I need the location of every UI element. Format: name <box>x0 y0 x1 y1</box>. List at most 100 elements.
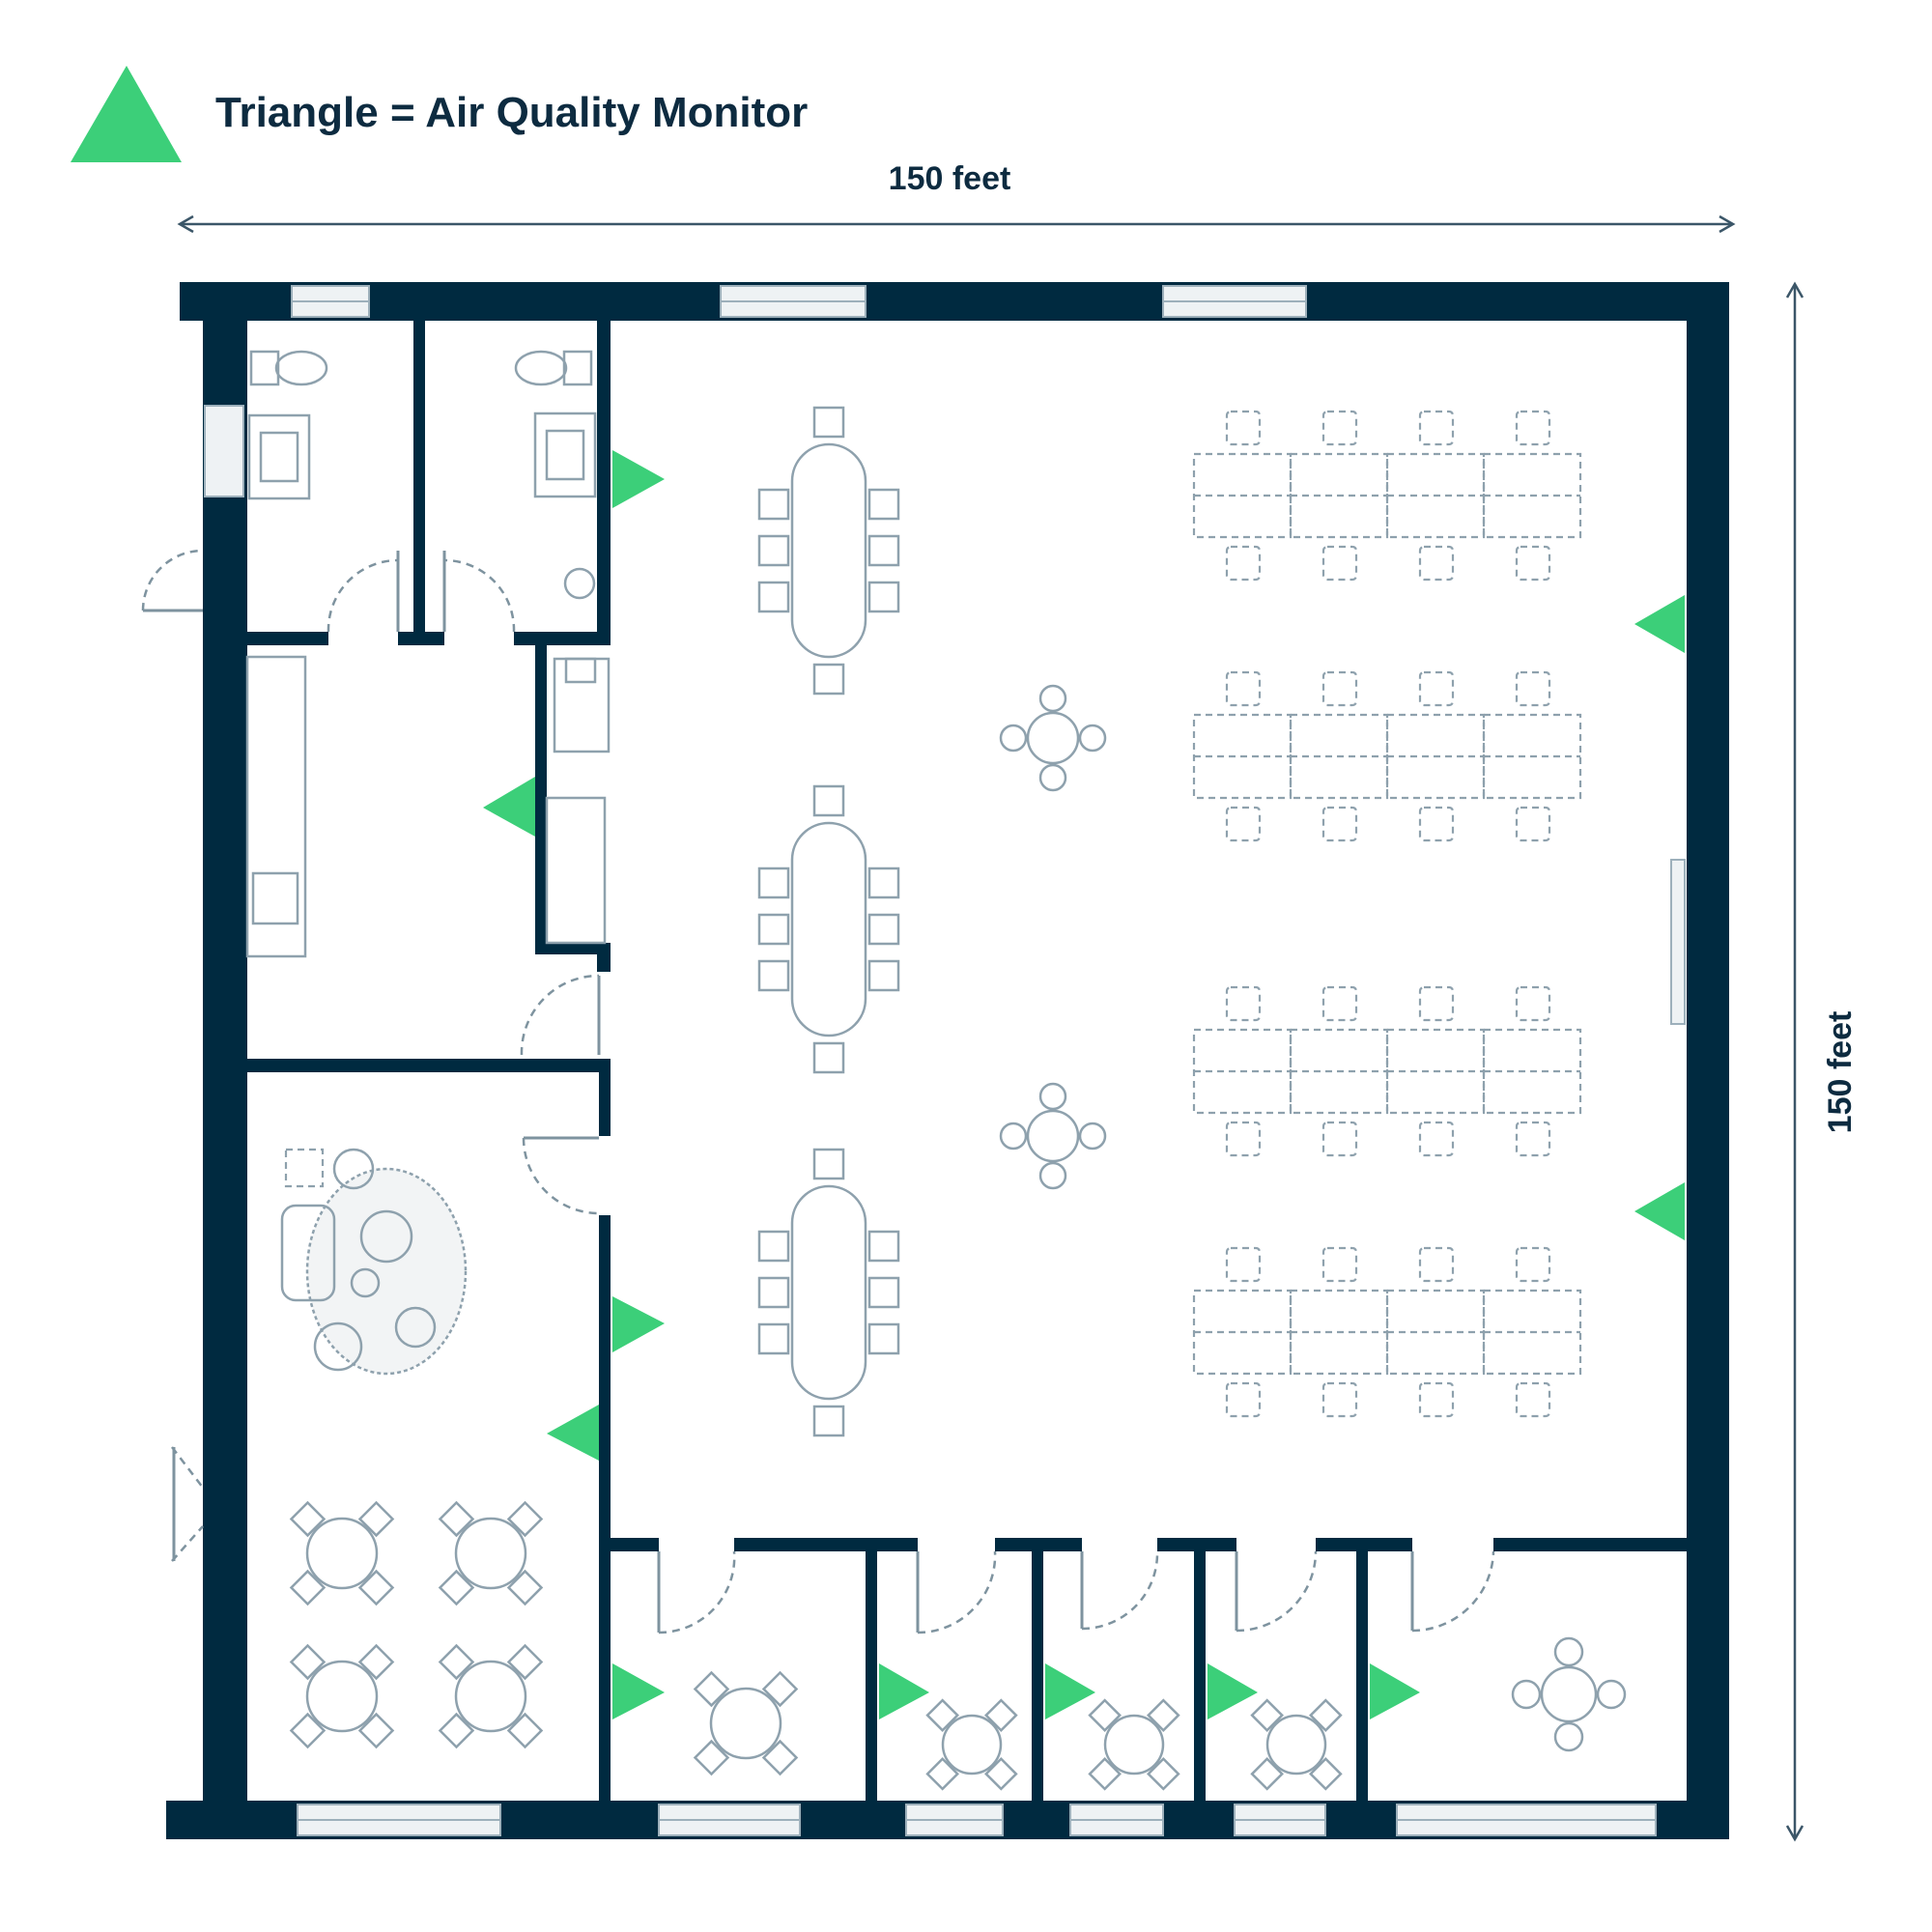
chair-icon <box>438 1643 475 1681</box>
chair-icon <box>867 1230 900 1263</box>
round-table <box>1026 711 1080 765</box>
chair-icon <box>812 406 845 439</box>
door-swing <box>141 549 204 611</box>
round-table <box>1103 1714 1165 1776</box>
chair-icon <box>867 1322 900 1355</box>
width-arrow-left-icon <box>177 214 194 234</box>
round-table <box>1540 1665 1598 1723</box>
chair-icon <box>761 1670 799 1708</box>
counter <box>545 796 607 945</box>
chair-icon <box>506 1643 544 1681</box>
chair-icon <box>1147 1757 1180 1791</box>
monitor-triangle-icon <box>879 1663 929 1719</box>
chair-icon <box>1515 1246 1551 1283</box>
chair-icon <box>761 1739 799 1776</box>
chair-icon <box>1321 1381 1358 1418</box>
chair-icon <box>867 959 900 992</box>
chair-icon <box>289 1569 327 1606</box>
chair-icon <box>1418 1381 1455 1418</box>
chair-icon <box>1088 1698 1122 1732</box>
door-swing <box>443 558 516 633</box>
sink-counter <box>247 413 311 500</box>
chair-icon <box>1225 806 1262 842</box>
chair-icon <box>812 1041 845 1074</box>
chair-icon <box>1321 545 1358 582</box>
chair-icon <box>1147 1698 1180 1732</box>
wall-left <box>203 282 247 1839</box>
chair-icon <box>1515 806 1551 842</box>
chair-icon <box>812 1405 845 1437</box>
door-swing <box>327 558 399 633</box>
door-swing <box>1411 1550 1495 1633</box>
chair-icon <box>984 1757 1018 1791</box>
chair-icon <box>812 1148 845 1180</box>
chair-icon <box>438 1569 475 1606</box>
chair-icon <box>925 1757 959 1791</box>
chair-icon <box>1321 1246 1358 1283</box>
sofa-icon <box>280 1204 336 1302</box>
window <box>1670 859 1686 1025</box>
wall-right <box>1687 282 1729 1837</box>
chair-icon <box>1515 1381 1551 1418</box>
chair-icon <box>757 1322 790 1355</box>
monitor-triangle-icon <box>1208 1663 1258 1719</box>
toilet-tank <box>562 350 593 386</box>
chair-icon <box>1309 1757 1343 1791</box>
chair-icon <box>925 1698 959 1732</box>
chair-icon <box>693 1739 730 1776</box>
chair-icon <box>1225 1381 1262 1418</box>
chair-icon <box>1225 410 1262 446</box>
chair-icon <box>812 663 845 696</box>
chair-icon <box>313 1321 363 1372</box>
chair-icon <box>1418 985 1455 1022</box>
door-swing <box>917 1550 997 1634</box>
side-table <box>284 1148 325 1188</box>
bathroom-fixtures <box>247 350 611 945</box>
door-swing <box>520 974 600 1056</box>
chair-icon <box>1553 1636 1584 1667</box>
chair-icon <box>357 1500 395 1538</box>
round-table <box>1265 1714 1327 1776</box>
chair-icon <box>999 1122 1028 1151</box>
chair-icon <box>394 1306 437 1349</box>
chair-icon <box>1078 724 1107 753</box>
round-table <box>305 1660 379 1733</box>
chair-icon <box>1225 670 1262 707</box>
windows <box>204 285 1686 1836</box>
chair-icon <box>757 1230 790 1263</box>
chair-icon <box>757 534 790 567</box>
chair-icon <box>506 1569 544 1606</box>
chair-icon <box>1038 684 1067 713</box>
conference-table <box>790 442 867 659</box>
chair-icon <box>1225 985 1262 1022</box>
conference-table <box>790 1184 867 1401</box>
lounge <box>280 1148 468 1376</box>
chair-icon <box>506 1500 544 1538</box>
legend: Triangle = Air Quality Monitor <box>71 66 808 162</box>
table-icon <box>359 1209 413 1264</box>
conference-table <box>790 821 867 1037</box>
sink-counter <box>533 412 597 498</box>
door-swing <box>171 1446 204 1562</box>
chair-icon <box>867 581 900 613</box>
chair-icon <box>757 867 790 899</box>
monitor-triangle-icon <box>612 1296 665 1352</box>
sink-icon <box>259 431 299 483</box>
chair-icon <box>1038 1082 1067 1111</box>
interior-walls <box>242 319 1687 1806</box>
round-table <box>1026 1109 1080 1163</box>
chair-icon <box>1515 545 1551 582</box>
chair-icon <box>1321 670 1358 707</box>
chair-icon <box>1088 1757 1122 1791</box>
chair-icon <box>867 867 900 899</box>
chair-icon <box>289 1712 327 1749</box>
air-quality-monitors <box>483 450 1685 1719</box>
chair-icon <box>357 1569 395 1606</box>
chair-icon <box>1418 1121 1455 1157</box>
door-swing <box>522 1137 600 1215</box>
chair-icon <box>1418 545 1455 582</box>
chair-icon <box>1418 1246 1455 1283</box>
chair-icon <box>1418 410 1455 446</box>
chair-icon <box>1515 410 1551 446</box>
